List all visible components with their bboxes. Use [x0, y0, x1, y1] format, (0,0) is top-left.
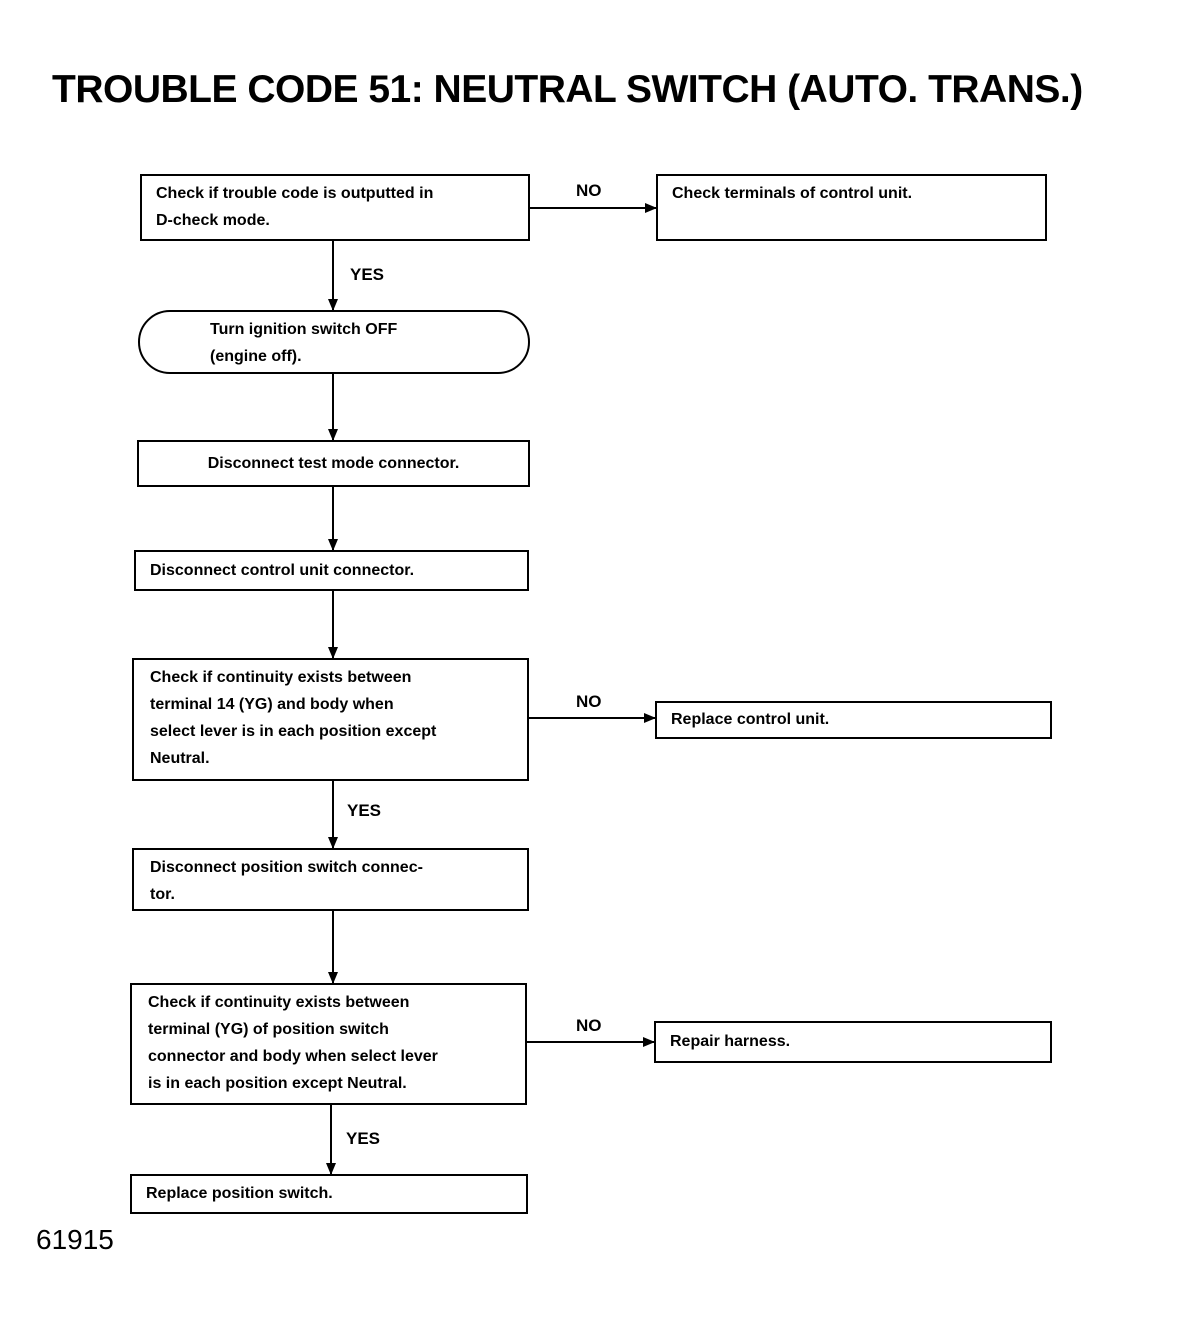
step-text-line: Replace control unit.: [671, 711, 830, 728]
step-check-trouble-code: Check if trouble code is outputted in D-…: [140, 174, 530, 241]
label-yes: YES: [350, 265, 385, 284]
step-text-line: Replace position switch.: [146, 1185, 333, 1202]
figure-number: 61915: [36, 1224, 114, 1255]
step-replace-position-switch: Replace position switch.: [130, 1174, 528, 1214]
step-text-line: Check if continuity exists between: [148, 994, 410, 1011]
label-no: NO: [576, 692, 602, 711]
step-disconnect-control-unit: Disconnect control unit connector.: [134, 550, 529, 591]
step-text-line: tor.: [150, 886, 175, 903]
step-replace-control-unit: Replace control unit.: [655, 701, 1052, 739]
step-text-line: terminal (YG) of position switch: [148, 1021, 389, 1038]
step-text-line: terminal 14 (YG) and body when: [150, 696, 394, 713]
step-text-line: Check if trouble code is outputted in: [156, 185, 434, 202]
step-text-line: Disconnect control unit connector.: [150, 562, 415, 579]
label-no: NO: [576, 181, 602, 200]
step-check-continuity-terminal-14: Check if continuity exists between termi…: [132, 658, 529, 781]
step-disconnect-position-switch: Disconnect position switch connec- tor.: [132, 848, 529, 911]
label-no: NO: [576, 1016, 602, 1035]
step-repair-harness: Repair harness.: [654, 1021, 1052, 1063]
step-text-line: D-check mode.: [156, 212, 270, 229]
step-text-line: select lever is in each position except: [150, 723, 437, 740]
step-text-line: is in each position except Neutral.: [148, 1075, 407, 1092]
step-text-line: Turn ignition switch OFF: [210, 321, 398, 338]
label-yes: YES: [347, 801, 382, 820]
step-turn-ignition-off: Turn ignition switch OFF (engine off).: [138, 310, 530, 374]
step-text-line: Disconnect test mode connector.: [207, 455, 460, 472]
step-text-line: Neutral.: [150, 750, 210, 767]
step-text-line: Check terminals of control unit.: [672, 185, 913, 202]
step-text-line: Repair harness.: [670, 1033, 791, 1050]
label-yes: YES: [346, 1129, 381, 1148]
step-text-line: Check if continuity exists between: [150, 669, 412, 686]
step-text-line: Disconnect position switch connec-: [150, 859, 423, 876]
step-check-terminals: Check terminals of control unit.: [656, 174, 1047, 241]
step-text-line: (engine off).: [210, 348, 302, 365]
page-title: TROUBLE CODE 51: NEUTRAL SWITCH (AUTO. T…: [52, 68, 1083, 111]
step-disconnect-test-mode: Disconnect test mode connector.: [137, 440, 530, 487]
step-check-continuity-position-switch: Check if continuity exists between termi…: [130, 983, 527, 1105]
step-text-line: connector and body when select lever: [148, 1048, 438, 1065]
